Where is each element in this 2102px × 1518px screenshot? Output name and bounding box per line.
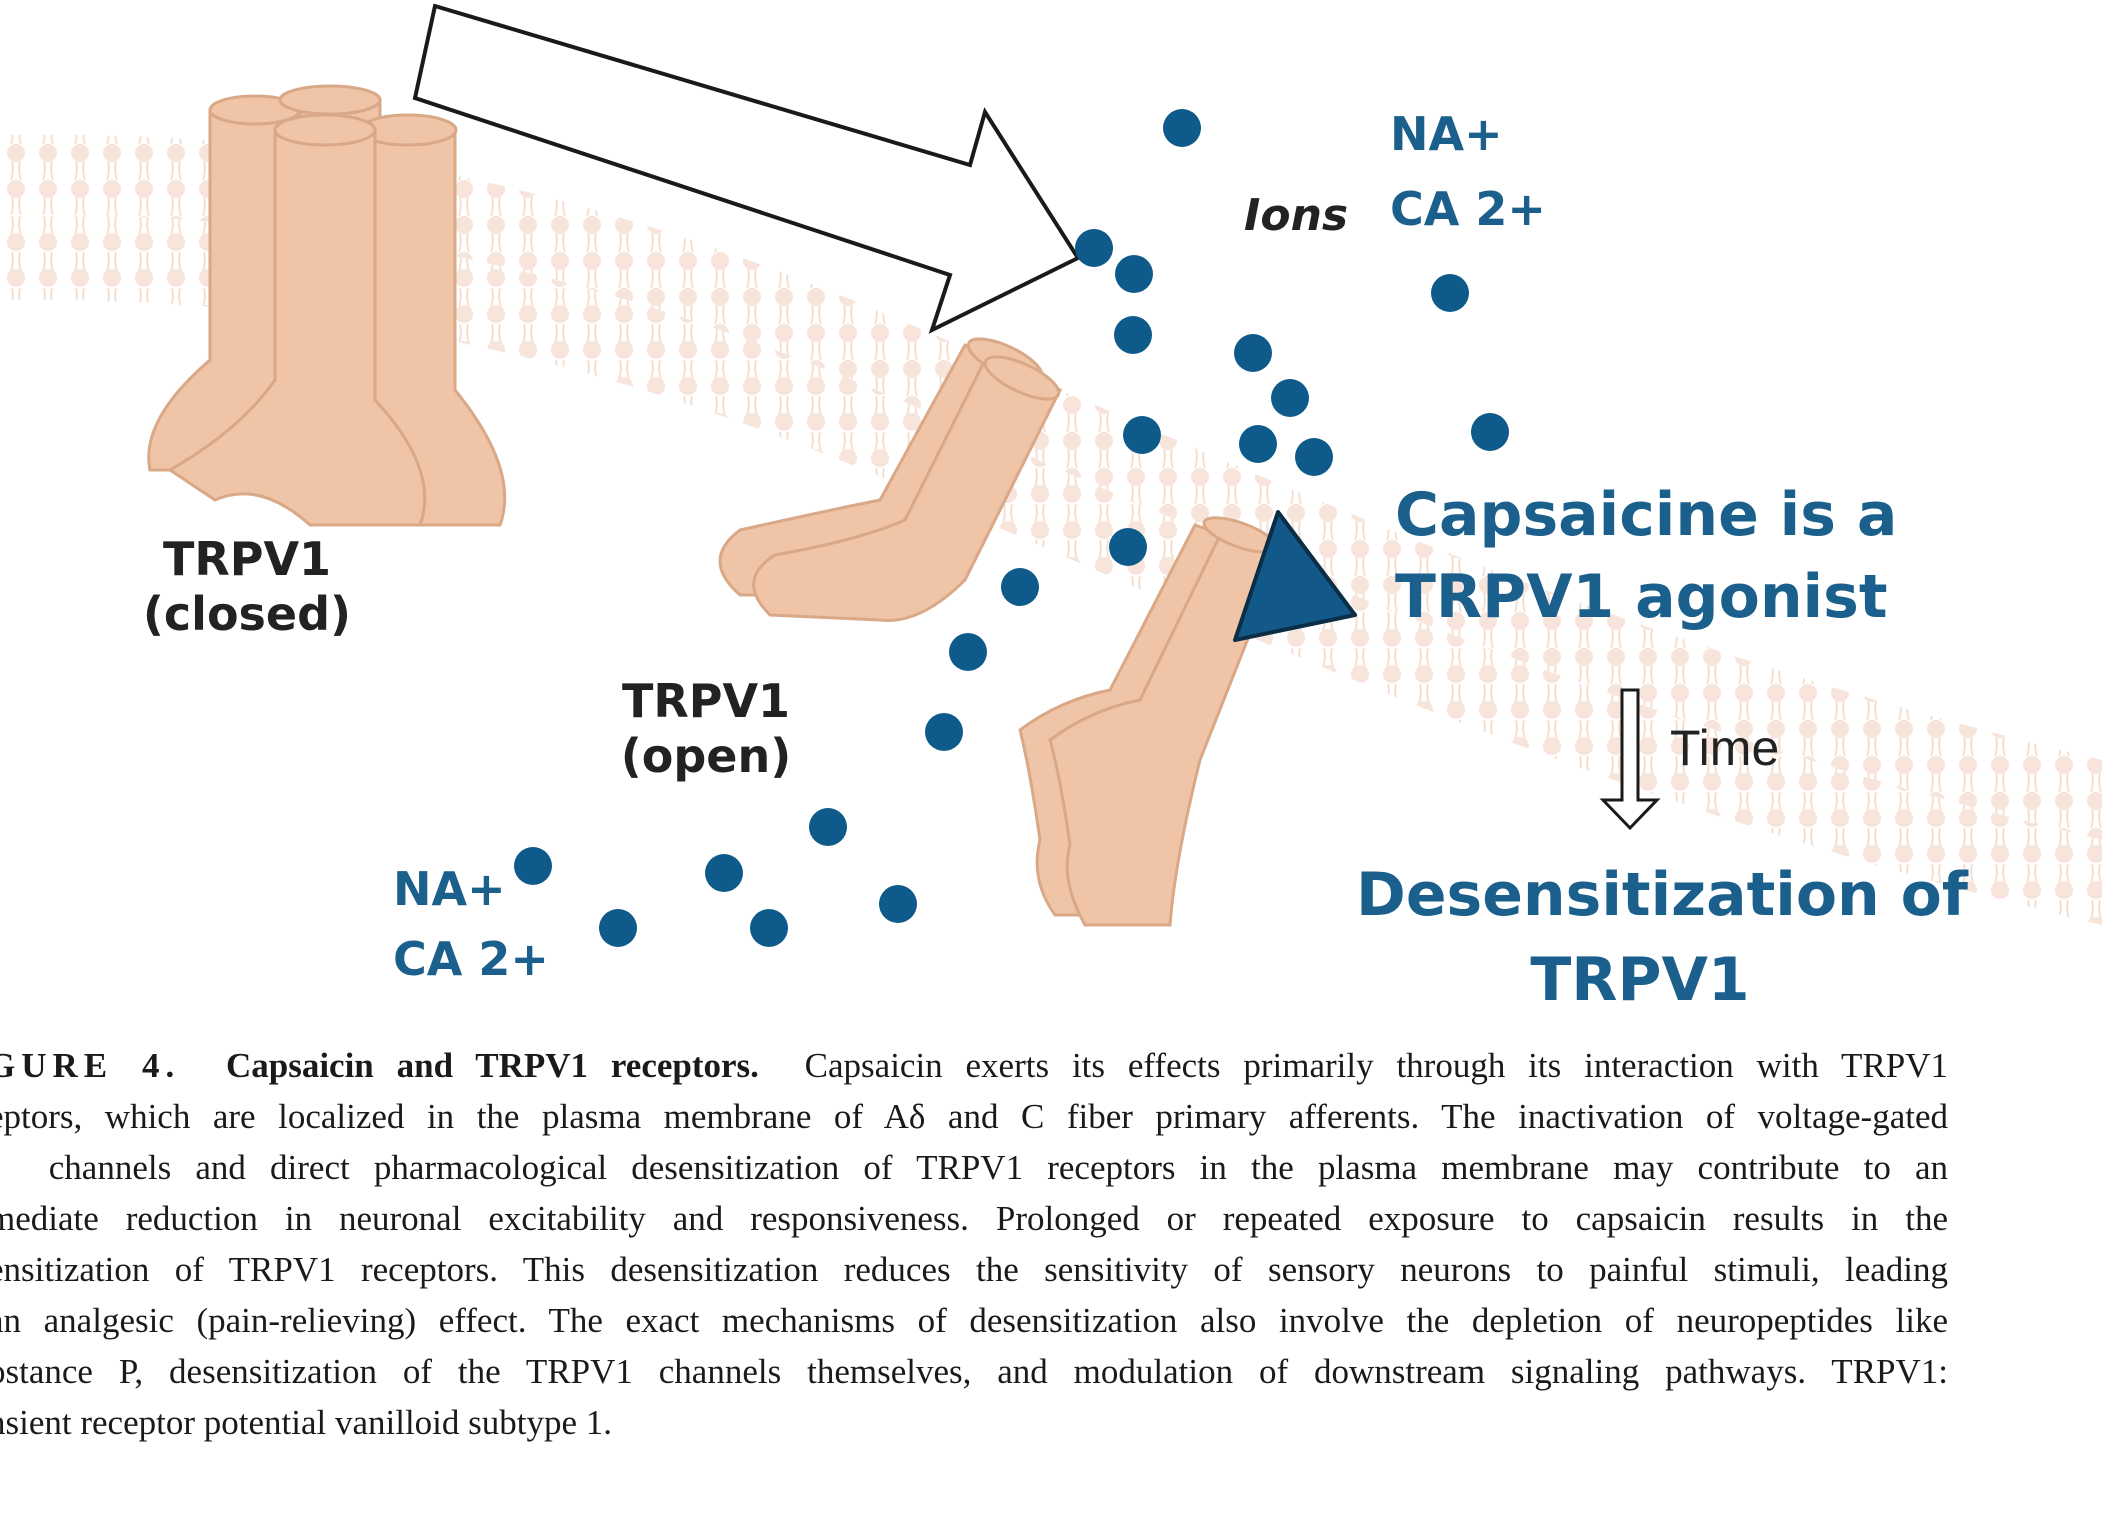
- figure-caption: GURE 4. Capsaicin and TRPV1 receptors. C…: [0, 1040, 1948, 1448]
- ion-dot-icon: [1239, 425, 1277, 463]
- desensitization-label-line2: TRPV1: [1530, 945, 1749, 1010]
- capsaicin-triangle-icon: [1233, 510, 1357, 642]
- caption-line-8: nsient receptor potential vanilloid subt…: [0, 1403, 613, 1442]
- caption-title: Capsaicin and TRPV1 receptors.: [225, 1046, 759, 1085]
- closed-channel-label-line2: (closed): [143, 587, 351, 641]
- ion-dot-icon: [1115, 255, 1153, 293]
- ion-dot-icon: [1123, 416, 1161, 454]
- membrane-bilayer: [0, 134, 2102, 1010]
- ion-dot-icon: [1271, 379, 1309, 417]
- trpv1-open-channel-right-icon: [1018, 516, 1287, 927]
- ions-bottom-label-line2: CA 2+: [393, 932, 549, 986]
- ion-dot-icon: [879, 885, 917, 923]
- ion-dot-icon: [1295, 438, 1333, 476]
- ion-dot-icon: [514, 847, 552, 885]
- time-label: Time: [1670, 720, 1779, 776]
- ions-top-label-line2: CA 2+: [1390, 182, 1546, 236]
- trpv1-open-channel-left-icon: [718, 337, 1063, 622]
- caption-text: Capsaicin exerts its effects primarily t…: [804, 1046, 1949, 1085]
- caption-line-5: ensitization of TRPV1 receptors. This de…: [0, 1250, 1948, 1289]
- ion-dot-icon: [1109, 528, 1147, 566]
- open-channel-label-line2: (open): [621, 729, 792, 783]
- ion-dot-icon: [705, 854, 743, 892]
- trpv1-diagram: TRPV1 (closed) TRPV1 (open) Ions NA+ CA …: [0, 3, 2102, 1010]
- big-hollow-arrow-icon: [412, 3, 1081, 334]
- ions-bottom-label-line1: NA+: [393, 862, 506, 916]
- down-arrow-icon: [1599, 688, 1661, 831]
- desensitization-label-line1: Desensitization of: [1356, 860, 1969, 930]
- ion-dot-icon: [809, 808, 847, 846]
- caption-line-2: eptors, which are localized in the plasm…: [0, 1097, 1948, 1136]
- ion-dot-icon: [1114, 316, 1152, 354]
- ion-dots: [514, 109, 1509, 947]
- ion-dot-icon: [1431, 274, 1469, 312]
- closed-channel-label-line1: TRPV1: [163, 532, 331, 586]
- ion-dot-icon: [1075, 229, 1113, 267]
- trpv1-closed-channel-icon: [147, 84, 507, 527]
- ion-dot-icon: [1001, 568, 1039, 606]
- open-channel-label-line1: TRPV1: [622, 674, 790, 728]
- caption-text: channels and direct pharmacological dese…: [48, 1148, 1949, 1187]
- ion-dot-icon: [599, 909, 637, 947]
- ion-dot-icon: [750, 909, 788, 947]
- ion-dot-icon: [1234, 334, 1272, 372]
- ion-dot-icon: [1163, 109, 1201, 147]
- caption-line-3: + channels and direct pharmacological de…: [0, 1142, 1948, 1193]
- ion-dot-icon: [949, 633, 987, 671]
- ion-dot-icon: [1471, 413, 1509, 451]
- agonist-label-line1: Capsaicine is a: [1395, 480, 1897, 550]
- caption-line-7: ostance P, desensitization of the TRPV1 …: [0, 1352, 1948, 1391]
- agonist-label-line2: TRPV1 agonist: [1395, 562, 1888, 632]
- caption-line-4: mediate reduction in neuronal excitabili…: [0, 1199, 1948, 1238]
- ion-dot-icon: [925, 713, 963, 751]
- ions-label: Ions: [1244, 190, 1348, 241]
- ions-top-label-line1: NA+: [1390, 107, 1503, 161]
- figure-number: GURE 4.: [0, 1046, 181, 1085]
- caption-line-1: GURE 4. Capsaicin and TRPV1 receptors. C…: [0, 1040, 1948, 1091]
- caption-line-6: an analgesic (pain-relieving) effect. Th…: [0, 1301, 1948, 1340]
